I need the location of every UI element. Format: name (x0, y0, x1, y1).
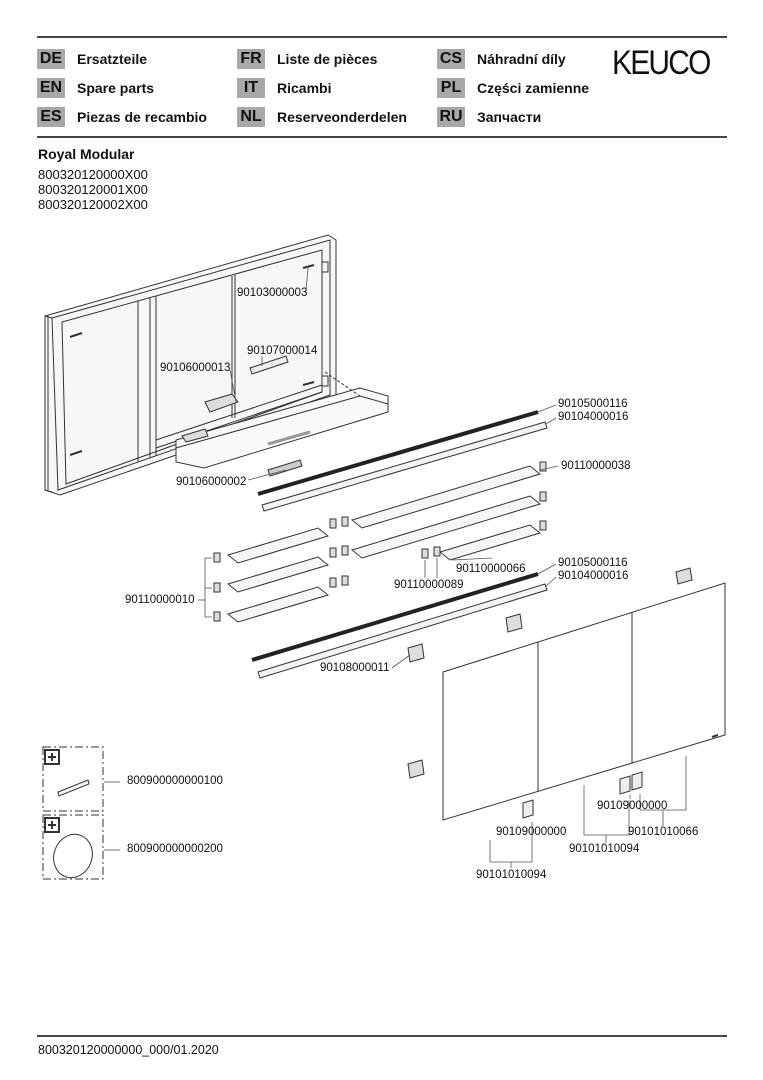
part-label: 90106000002 (176, 476, 247, 488)
part-label: 800900000000200 (127, 843, 223, 855)
lang-label-de: Ersatzteile (77, 51, 148, 67)
lang-label-it: Ricambi (277, 80, 332, 96)
part-label: 90106000013 (160, 362, 231, 374)
part-label: 90103000003 (237, 287, 308, 299)
part-label: 800900000000100 (127, 775, 223, 787)
lang-label-ru: Запчасти (477, 109, 542, 125)
accessory-box-2 (42, 814, 104, 880)
part-label: 90109000000 (597, 800, 668, 812)
lang-label-pl: Części zamienne (477, 80, 590, 96)
lang-badge-de: DE (37, 49, 65, 69)
header-bottom-rule (37, 136, 727, 138)
leader-lines (104, 267, 687, 868)
part-label: 90110000010 (125, 594, 195, 606)
part-label: 90101010094 (569, 843, 640, 855)
product-name: Royal Modular (38, 146, 135, 162)
lang-badge-nl: NL (237, 107, 265, 127)
lang-label-cs: Náhradní díly (477, 51, 566, 67)
lang-label-fr: Liste de pièces (277, 51, 378, 67)
led-rail-lower (251, 572, 548, 679)
document-code: 800320120000000_000/01.2020 (38, 1043, 219, 1057)
lang-label-es: Piezas de recambio (77, 109, 207, 125)
glass-shelves (226, 465, 542, 623)
shelf-supports (213, 461, 547, 622)
lang-badge-it: IT (237, 78, 265, 98)
mirror-doors (442, 582, 726, 821)
part-label: 90107000014 (247, 345, 318, 357)
product-code: 800320120002X00 (38, 197, 148, 212)
lang-label-nl: Reserveonderdelen (277, 109, 407, 125)
part-label: 90109000000 (496, 826, 567, 838)
lang-badge-es: ES (37, 107, 65, 127)
part-label: 90110000089 (394, 579, 464, 591)
lang-badge-ru: RU (437, 107, 465, 127)
part-label: 90104000016 (558, 570, 629, 582)
header-top-rule (37, 36, 727, 38)
cabinet-body (44, 234, 389, 496)
part-label: 90105000116 (558, 557, 628, 569)
lang-label-en: Spare parts (77, 80, 155, 96)
part-label: 90110000066 (456, 563, 526, 575)
part-label: 90101010066 (628, 826, 699, 838)
part-label: 90104000016 (558, 411, 629, 423)
hinges (407, 567, 693, 779)
accessory-box-1 (42, 746, 104, 812)
lang-badge-fr: FR (237, 49, 265, 69)
product-code: 800320120001X00 (38, 182, 148, 197)
lang-badge-en: EN (37, 78, 65, 98)
lang-badge-pl: PL (437, 78, 465, 98)
part-label: 90101010094 (476, 869, 547, 881)
part-label: 90110000038 (561, 460, 631, 472)
part-label: 90108000011 (320, 662, 390, 674)
brand-logo: KEUCO (612, 44, 711, 82)
product-code: 800320120000X00 (38, 167, 148, 182)
part-label: 90105000116 (558, 398, 628, 410)
led-rail-upper (257, 410, 548, 512)
door-handles (522, 771, 643, 819)
lang-badge-cs: CS (437, 49, 465, 69)
